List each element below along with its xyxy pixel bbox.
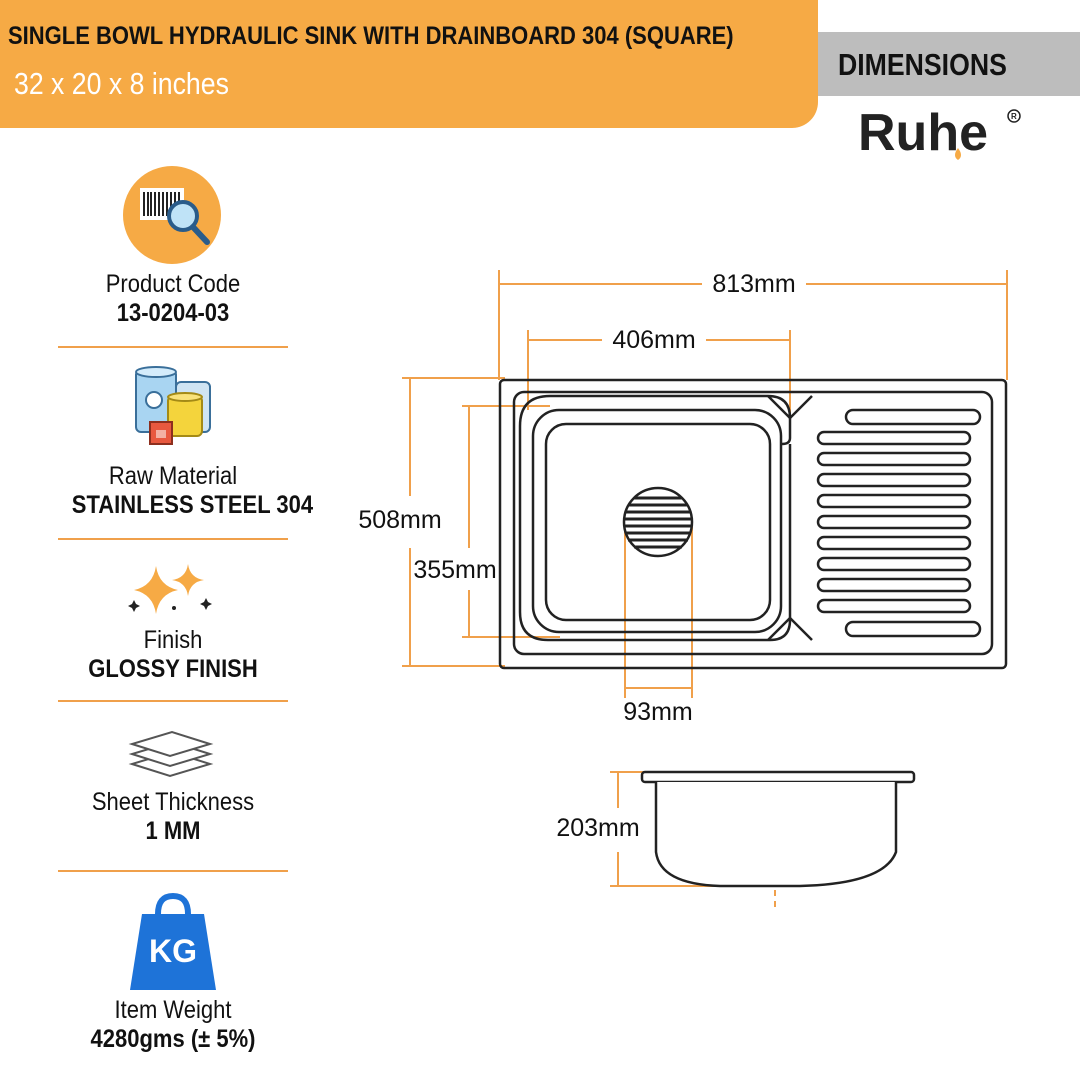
raw-material-barrels-icon: [135, 366, 211, 445]
spec-value: STAINLESS STEEL 304: [71, 491, 314, 519]
dim-overall-length: 813mm: [712, 270, 795, 298]
brand-drop-icon: [955, 148, 961, 160]
brand-name: Ruhe: [858, 104, 988, 162]
ruhe-logo: Ruhe R: [858, 104, 1021, 162]
spec-label: Product Code: [105, 270, 241, 298]
divider: [58, 538, 288, 540]
spec-product-code: Product Code 13-0204-03: [58, 270, 288, 328]
dim-bowl-length: 406mm: [612, 326, 695, 354]
dim-depth: 203mm: [556, 814, 639, 842]
product-size-subtitle: 32 x 20 x 8 inches: [14, 66, 229, 101]
dimensions-tab: DIMENSIONS: [818, 32, 1080, 96]
spec-label: Sheet Thickness: [91, 788, 255, 816]
kg-weight-icon: KG: [130, 892, 216, 990]
dim-drain-diameter: 93mm: [623, 698, 692, 726]
spec-label: Item Weight: [114, 996, 232, 1024]
dim-bowl-width: 355mm: [413, 556, 496, 584]
divider: [58, 346, 288, 348]
sheet-stack-icon: [128, 730, 214, 778]
spec-item-weight: Item Weight 4280gms (± 5%): [58, 996, 288, 1054]
spec-value: 4280gms (± 5%): [90, 1025, 256, 1053]
kg-label: KG: [149, 933, 197, 969]
dimensions-tab-label: DIMENSIONS: [838, 47, 1007, 82]
spec-label: Finish: [143, 626, 203, 654]
spec-value: GLOSSY FINISH: [88, 655, 258, 683]
barcode-search-icon: [123, 166, 221, 264]
spec-raw-material: Raw Material STAINLESS STEEL 304: [58, 462, 314, 520]
dim-overall-width: 508mm: [358, 506, 441, 534]
spec-value: 13-0204-03: [116, 299, 230, 327]
divider: [58, 700, 288, 702]
header-band: SINGLE BOWL HYDRAULIC SINK WITH DRAINBOA…: [0, 0, 818, 128]
registered-mark-icon: [1007, 109, 1021, 123]
spec-value: 1 MM: [145, 817, 201, 845]
spec-finish: Finish GLOSSY FINISH: [58, 626, 288, 684]
product-title: SINGLE BOWL HYDRAULIC SINK WITH DRAINBOA…: [8, 22, 734, 50]
spec-sheet-thickness: Sheet Thickness 1 MM: [58, 788, 288, 846]
divider: [58, 870, 288, 872]
spec-label: Raw Material: [108, 462, 238, 490]
registered-mark: R: [1011, 112, 1017, 121]
sparkle-icon: [128, 564, 212, 614]
